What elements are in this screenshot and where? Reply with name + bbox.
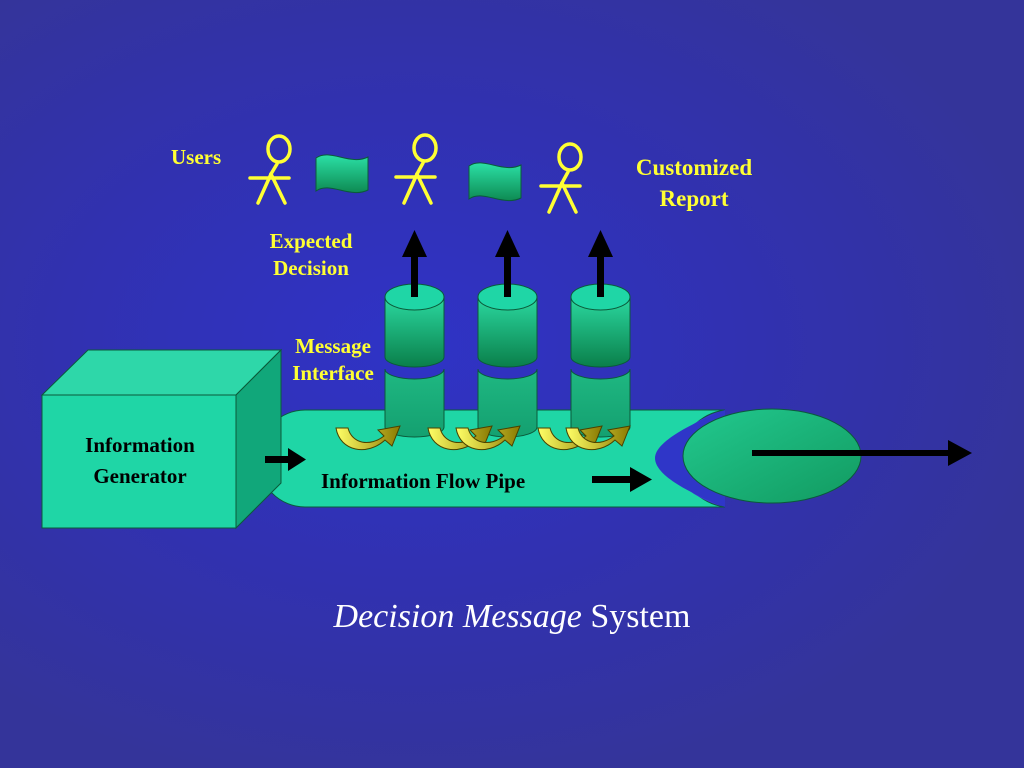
person-icon bbox=[539, 142, 583, 214]
information-generator-label: Information Generator bbox=[42, 430, 238, 492]
message-interface-cylinder bbox=[477, 283, 538, 438]
title-italic-part: Decision Message bbox=[333, 598, 582, 635]
information-generator-box bbox=[40, 348, 283, 530]
flag-icon bbox=[315, 154, 369, 194]
pipe-flow-arrow bbox=[592, 467, 652, 492]
message-interface-label: Message Interface bbox=[281, 333, 385, 387]
message-interface-line-1: Message bbox=[295, 334, 371, 358]
message-interface-line-2: Interface bbox=[292, 361, 374, 385]
customized-report-line-2: Report bbox=[659, 186, 729, 211]
curved-arrow-icon bbox=[335, 425, 401, 450]
up-arrow bbox=[495, 230, 520, 297]
information-flow-pipe-label: Information Flow Pipe bbox=[321, 469, 526, 493]
up-arrow bbox=[402, 230, 427, 297]
expected-decision-line-1: Expected bbox=[269, 229, 353, 253]
input-arrow bbox=[265, 448, 306, 471]
customized-report-line-1: Customized bbox=[635, 155, 753, 180]
curved-arrow-icon bbox=[565, 425, 631, 450]
message-interface-cylinder bbox=[570, 283, 631, 438]
information-generator-line-2: Generator bbox=[93, 464, 187, 488]
up-arrow bbox=[588, 230, 613, 297]
information-generator-line-1: Information bbox=[85, 433, 195, 457]
message-interface-cylinder bbox=[384, 283, 445, 438]
customized-report-label: Customized Report bbox=[618, 152, 770, 214]
slide-title: Decision Message System bbox=[0, 598, 1024, 636]
title-plain-part: System bbox=[581, 598, 691, 635]
person-icon bbox=[394, 133, 438, 205]
users-label: Users bbox=[171, 145, 222, 169]
person-icon bbox=[248, 134, 292, 205]
flag-icon bbox=[468, 162, 522, 202]
curved-arrow-icon bbox=[427, 425, 493, 450]
expected-decision-label: Expected Decision bbox=[257, 228, 365, 282]
expected-decision-line-2: Decision bbox=[273, 256, 349, 280]
output-arrow bbox=[752, 440, 972, 466]
curved-arrow-icon bbox=[537, 425, 603, 450]
curved-arrow-icon bbox=[455, 425, 521, 450]
